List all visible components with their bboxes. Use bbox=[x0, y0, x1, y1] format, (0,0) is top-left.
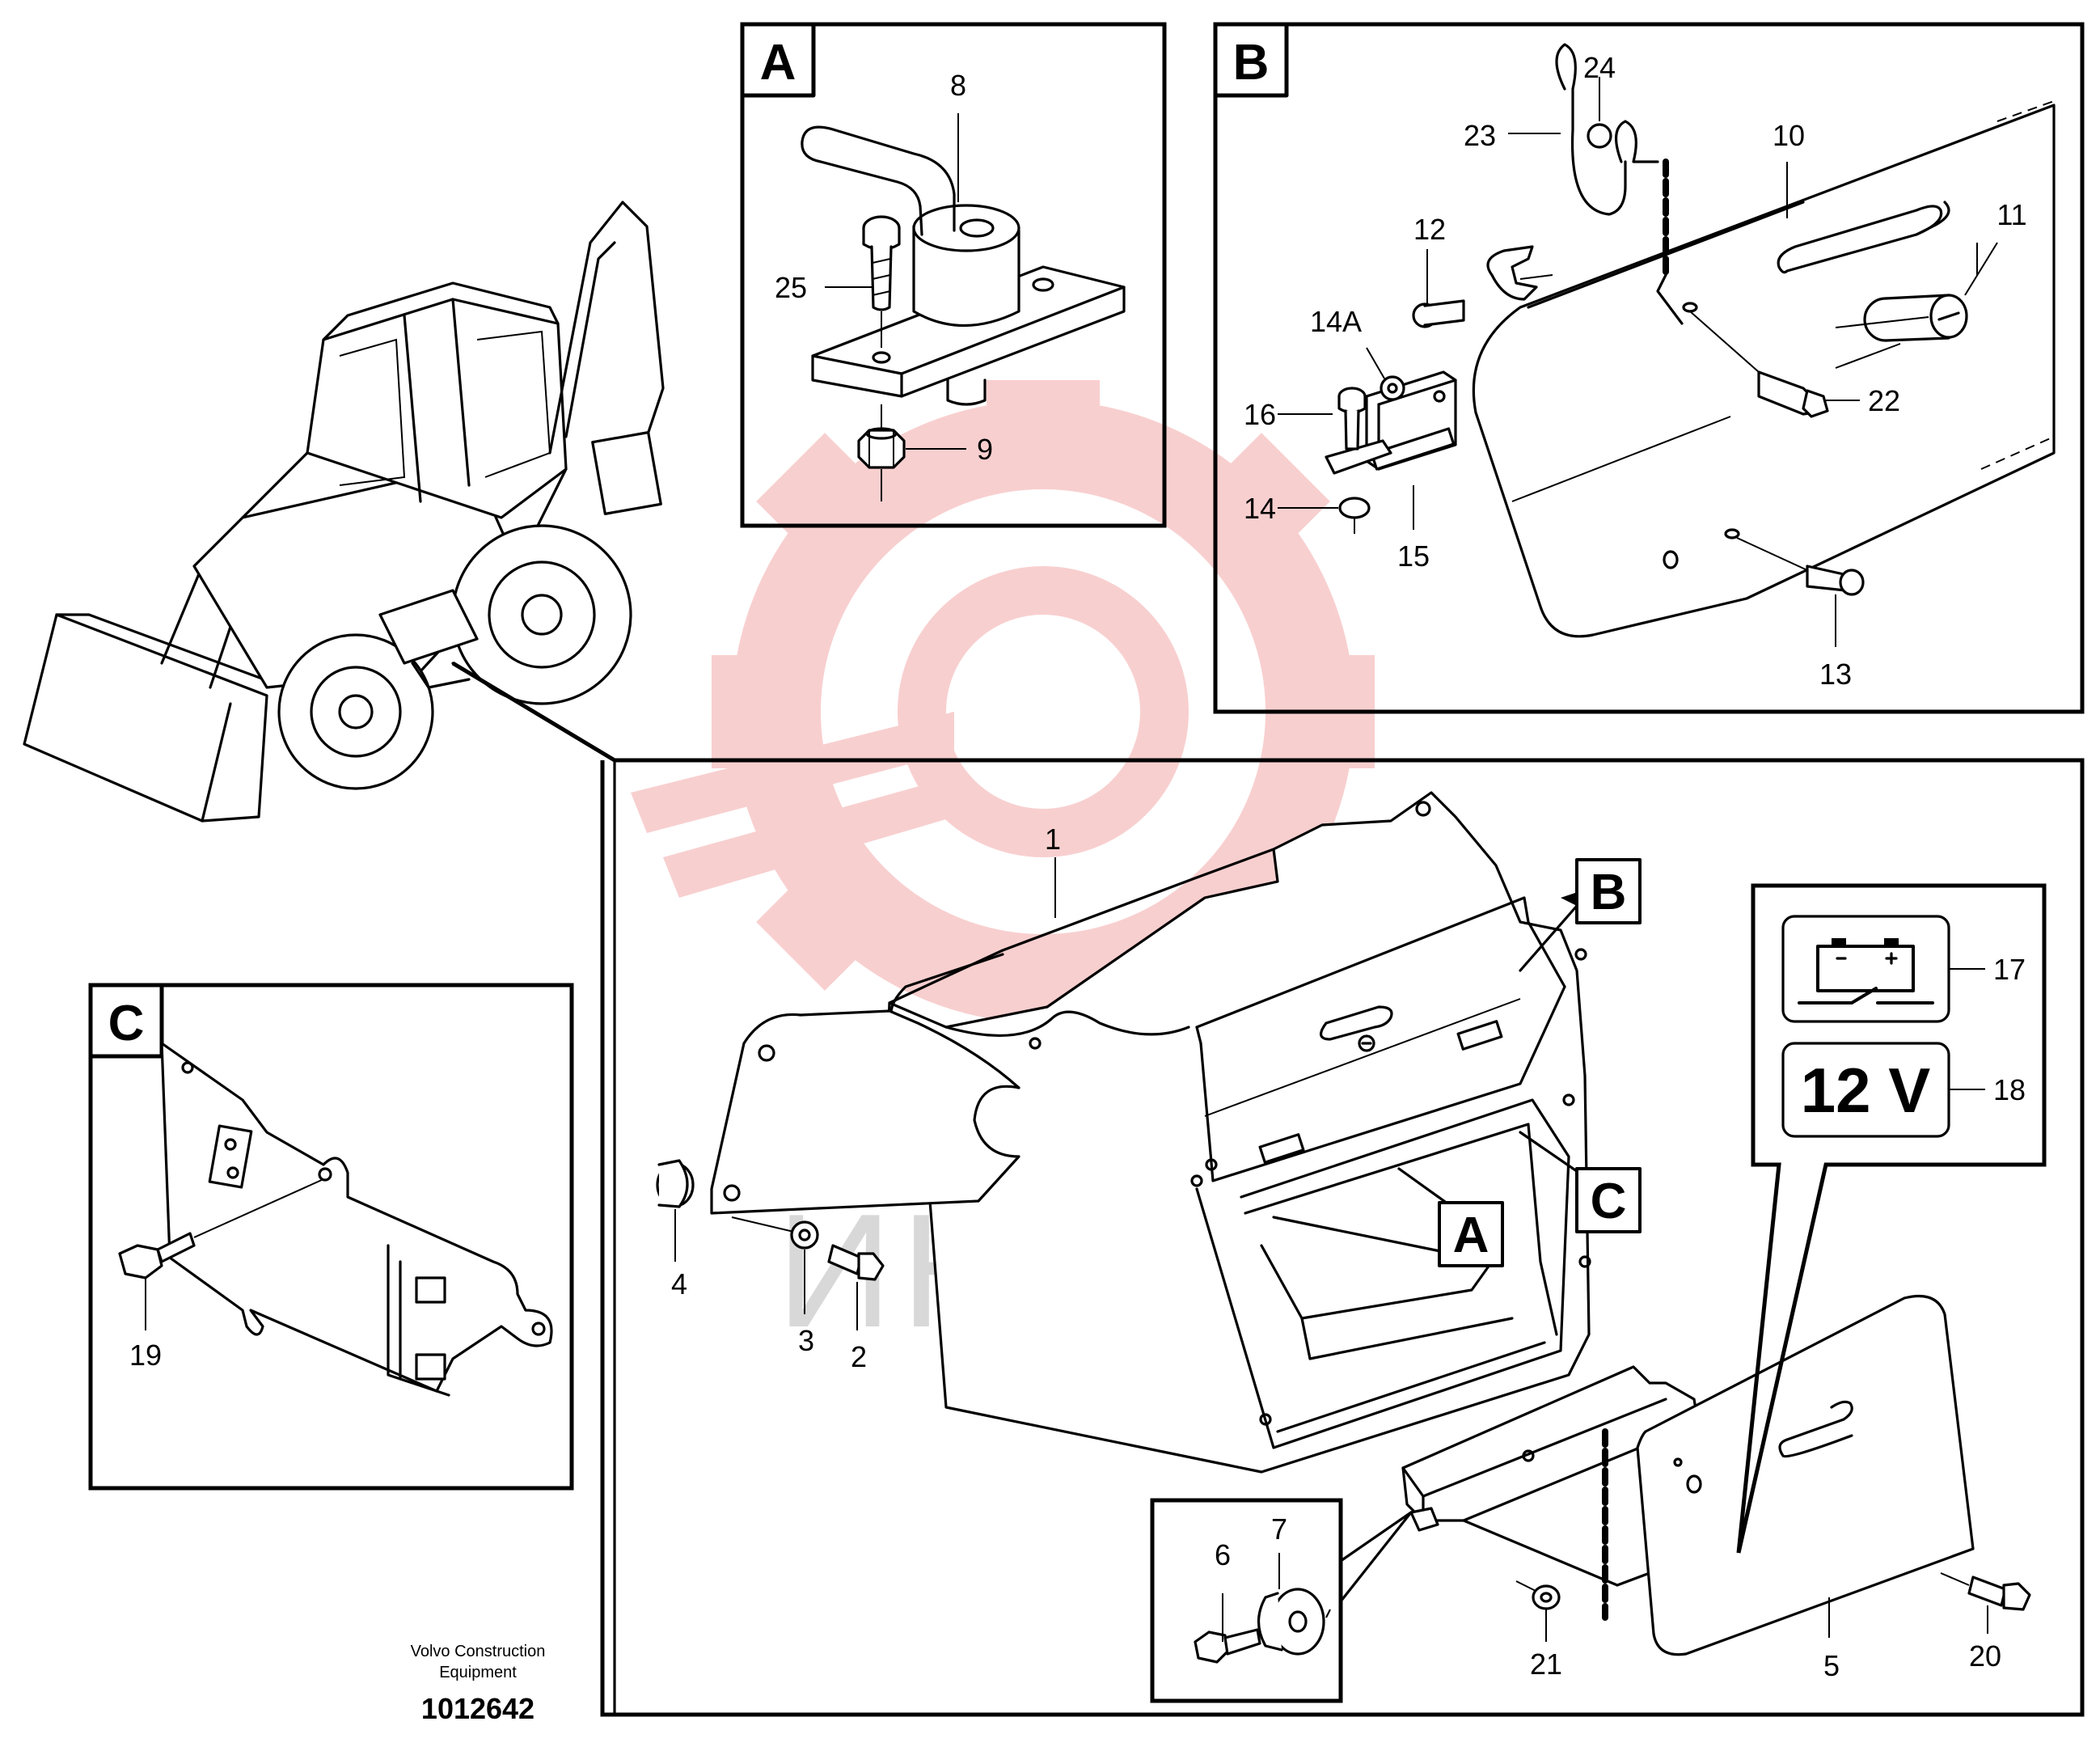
document-number: 1012642 bbox=[421, 1692, 535, 1725]
ref-tag-a: A bbox=[1453, 1208, 1489, 1263]
credit-block: Volvo Construction Equipment 1012642 bbox=[411, 1643, 546, 1725]
callout-2: 2 bbox=[851, 1340, 867, 1373]
callout-12: 12 bbox=[1413, 213, 1446, 246]
callout-8: 8 bbox=[950, 69, 966, 102]
callout-3: 3 bbox=[798, 1324, 814, 1357]
frame-b-letter: B bbox=[1233, 35, 1270, 91]
callout-24: 24 bbox=[1583, 51, 1616, 84]
backhoe-loader-illustration bbox=[23, 201, 665, 823]
frame-c-letter: C bbox=[108, 996, 145, 1051]
decal-inset: 12 V 17 18 bbox=[1736, 883, 2047, 1554]
callout-6: 6 bbox=[1215, 1538, 1231, 1571]
callout-14: 14 bbox=[1244, 492, 1276, 525]
detail-frame-b: B bbox=[1213, 22, 2085, 714]
callout-1: 1 bbox=[1045, 823, 1061, 856]
callout-15: 15 bbox=[1397, 539, 1430, 573]
detail-frame-a: A 8 25 9 bbox=[740, 22, 1167, 528]
callout-16: 16 bbox=[1244, 398, 1276, 431]
credit-line-2: Equipment bbox=[439, 1664, 517, 1681]
ref-tag-b: B bbox=[1591, 865, 1627, 920]
callout-5: 5 bbox=[1823, 1649, 1840, 1682]
callout-9: 9 bbox=[977, 433, 993, 466]
callout-14a: 14A bbox=[1310, 305, 1362, 338]
callout-23: 23 bbox=[1464, 119, 1496, 152]
detail-inset-mounting: 6 7 bbox=[1150, 1498, 1413, 1703]
callout-20: 20 bbox=[1969, 1639, 2001, 1673]
watermark-gear-icon bbox=[631, 380, 1375, 1043]
leader-line bbox=[451, 662, 616, 1716]
callout-19: 19 bbox=[129, 1339, 162, 1372]
frame-a-letter: A bbox=[760, 35, 796, 91]
callout-22: 22 bbox=[1868, 384, 1900, 417]
ref-tag-c: C bbox=[1591, 1174, 1627, 1229]
callout-10: 10 bbox=[1773, 119, 1805, 152]
callout-11: 11 bbox=[1996, 198, 2026, 231]
callout-7: 7 bbox=[1271, 1512, 1287, 1546]
callout-4: 4 bbox=[671, 1267, 687, 1301]
detail-frame-c: C 19 bbox=[88, 983, 574, 1491]
callout-13: 13 bbox=[1819, 658, 1852, 691]
voltage-decal-text: 12 V bbox=[1801, 1055, 1930, 1126]
callout-17: 17 bbox=[1993, 953, 2026, 986]
credit-line-1: Volvo Construction bbox=[411, 1643, 546, 1660]
callout-18: 18 bbox=[1993, 1073, 2026, 1106]
callout-25: 25 bbox=[775, 271, 807, 304]
main-frame: 1 4 3 2 21 5 20 B A C bbox=[451, 661, 2085, 1717]
battery-icon bbox=[1798, 938, 1934, 1004]
callout-21: 21 bbox=[1530, 1647, 1562, 1681]
